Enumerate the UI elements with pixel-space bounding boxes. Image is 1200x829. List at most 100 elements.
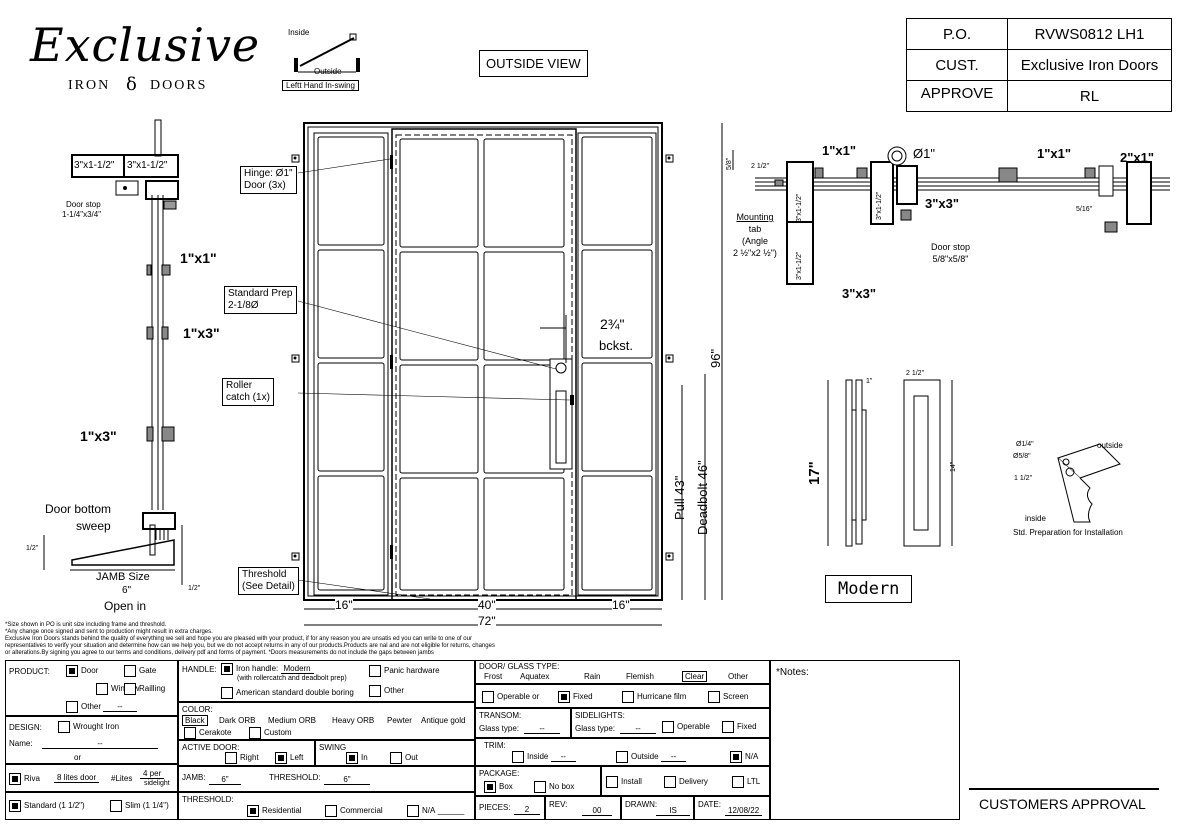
color-pewter[interactable]: Pewter — [387, 716, 412, 725]
glass-clear[interactable]: Clear — [682, 671, 708, 682]
swing-in-checkbox[interactable] — [346, 752, 358, 764]
op-operable-checkbox[interactable] — [482, 691, 494, 703]
design-wrought[interactable]: Wrought Iron — [58, 721, 119, 733]
op-hurricane-checkbox[interactable] — [622, 691, 634, 703]
handle-panic-label: Panic hardware — [384, 666, 440, 676]
riva[interactable]: Riva — [9, 773, 40, 785]
handle-panic[interactable]: Panic hardware — [369, 665, 440, 677]
pkg-ltl[interactable]: LTL — [732, 776, 760, 788]
th-residential[interactable]: Residential — [247, 805, 302, 817]
handle-american-checkbox[interactable] — [221, 687, 233, 699]
pkg-install-checkbox[interactable] — [606, 776, 618, 788]
handle-other[interactable]: Other — [369, 685, 404, 697]
riva-checkbox[interactable] — [9, 773, 21, 785]
glass-flemish[interactable]: Flemish — [626, 672, 655, 681]
swing-out[interactable]: Out — [390, 752, 418, 764]
th-na[interactable]: N/A ______ — [407, 805, 464, 817]
rev-value[interactable]: 00 — [582, 806, 612, 816]
slim[interactable]: Slim (1 1/4") — [110, 800, 169, 812]
side-operable-checkbox[interactable] — [662, 721, 674, 733]
glass-other[interactable]: Other — [728, 672, 749, 681]
color-antique[interactable]: Antique gold — [421, 716, 466, 725]
glass-aquatex[interactable]: Aquatex — [520, 672, 550, 681]
op-screen[interactable]: Screen — [708, 691, 748, 703]
product-door[interactable]: Door — [66, 665, 98, 677]
op-fixed-checkbox[interactable] — [558, 691, 570, 703]
transom-glass-value[interactable]: -- — [524, 724, 560, 734]
th-commercial[interactable]: Commercial — [325, 805, 383, 817]
color-heavy[interactable]: Heavy ORB — [332, 716, 375, 725]
pkg-delivery-checkbox[interactable] — [664, 776, 676, 788]
active-left-checkbox[interactable] — [275, 752, 287, 764]
product-other-checkbox[interactable] — [66, 701, 78, 713]
product-door-checkbox[interactable] — [66, 665, 78, 677]
trim-outside[interactable]: Outside -- — [616, 751, 687, 763]
po-label: P.O. — [906, 18, 1008, 50]
pkg-nobox-checkbox[interactable] — [534, 781, 546, 793]
th-commercial-checkbox[interactable] — [325, 805, 337, 817]
op-hurricane[interactable]: Hurricane film — [622, 691, 686, 703]
handle-iron-checkbox[interactable] — [221, 663, 233, 675]
date-value[interactable]: 12/08/22 — [725, 806, 763, 816]
handle-iron[interactable]: Iron handle: Modern — [221, 663, 314, 675]
lites-value: 4 per — [140, 769, 165, 779]
color-custom-checkbox[interactable] — [249, 727, 261, 739]
backset-label: bckst. — [599, 338, 633, 353]
open-in-label: Open in — [104, 599, 147, 613]
drawn-value[interactable]: IS — [656, 806, 690, 816]
color-cerakote[interactable]: Cerakote — [184, 727, 231, 739]
glass-rain[interactable]: Rain — [584, 672, 601, 681]
handle-panic-checkbox[interactable] — [369, 665, 381, 677]
slim-checkbox[interactable] — [110, 800, 122, 812]
pkg-delivery[interactable]: Delivery — [664, 776, 708, 788]
product-railing[interactable]: Railling — [124, 683, 165, 695]
handle-other-checkbox[interactable] — [369, 685, 381, 697]
pkg-box-checkbox[interactable] — [484, 781, 496, 793]
product-other[interactable]: Other -- — [66, 701, 137, 713]
pieces-value[interactable]: 2 — [514, 805, 540, 815]
color-medium[interactable]: Medium ORB — [268, 716, 317, 725]
pkg-box[interactable]: Box — [484, 781, 513, 793]
pkg-install[interactable]: Install — [606, 776, 642, 788]
side-fixed[interactable]: Fixed — [722, 721, 757, 733]
trim-inside[interactable]: Inside -- — [512, 751, 576, 763]
op-fixed[interactable]: Fixed — [558, 691, 593, 703]
threshold-value[interactable]: 6" — [324, 775, 370, 785]
color-cerakote-checkbox[interactable] — [184, 727, 196, 739]
color-black[interactable]: Black — [182, 715, 208, 726]
standard-checkbox[interactable] — [9, 800, 21, 812]
swing-in[interactable]: In — [346, 752, 368, 764]
color-custom[interactable]: Custom — [249, 727, 292, 739]
plan-dim-half: 1"x1" — [822, 143, 857, 158]
trim-inside-checkbox[interactable] — [512, 751, 524, 763]
jamb-value[interactable]: 6" — [209, 775, 241, 785]
pkg-nobox[interactable]: No box — [534, 781, 574, 793]
product-gate-checkbox[interactable] — [124, 665, 136, 677]
active-right-checkbox[interactable] — [225, 752, 237, 764]
trim-outside-checkbox[interactable] — [616, 751, 628, 763]
color-dark[interactable]: Dark ORB — [219, 716, 256, 725]
product-window-checkbox[interactable] — [96, 683, 108, 695]
trim-na[interactable]: N/A — [730, 751, 758, 763]
th-na-checkbox[interactable] — [407, 805, 419, 817]
side-operable[interactable]: Operable — [662, 721, 710, 733]
op-operable[interactable]: Operable or — [482, 691, 539, 703]
th-residential-checkbox[interactable] — [247, 805, 259, 817]
trim-na-checkbox[interactable] — [730, 751, 742, 763]
active-left[interactable]: Left — [275, 752, 303, 764]
product-gate[interactable]: Gate — [124, 665, 156, 677]
swing-out-checkbox[interactable] — [390, 752, 402, 764]
side-fixed-checkbox[interactable] — [722, 721, 734, 733]
logo-sub-doors: DOORS — [150, 78, 208, 93]
product-railing-checkbox[interactable] — [124, 683, 136, 695]
side-glass-value[interactable]: -- — [620, 724, 656, 734]
glass-frost[interactable]: Frost — [484, 672, 503, 681]
design-wrought-checkbox[interactable] — [58, 721, 70, 733]
handle-american[interactable]: American standard double boring — [221, 687, 354, 699]
name-value[interactable]: -- — [42, 739, 158, 749]
pkg-ltl-checkbox[interactable] — [732, 776, 744, 788]
standard[interactable]: Standard (1 1/2") — [9, 800, 85, 812]
logo-script: Exclusive — [30, 18, 261, 72]
op-screen-checkbox[interactable] — [708, 691, 720, 703]
active-right[interactable]: Right — [225, 752, 259, 764]
